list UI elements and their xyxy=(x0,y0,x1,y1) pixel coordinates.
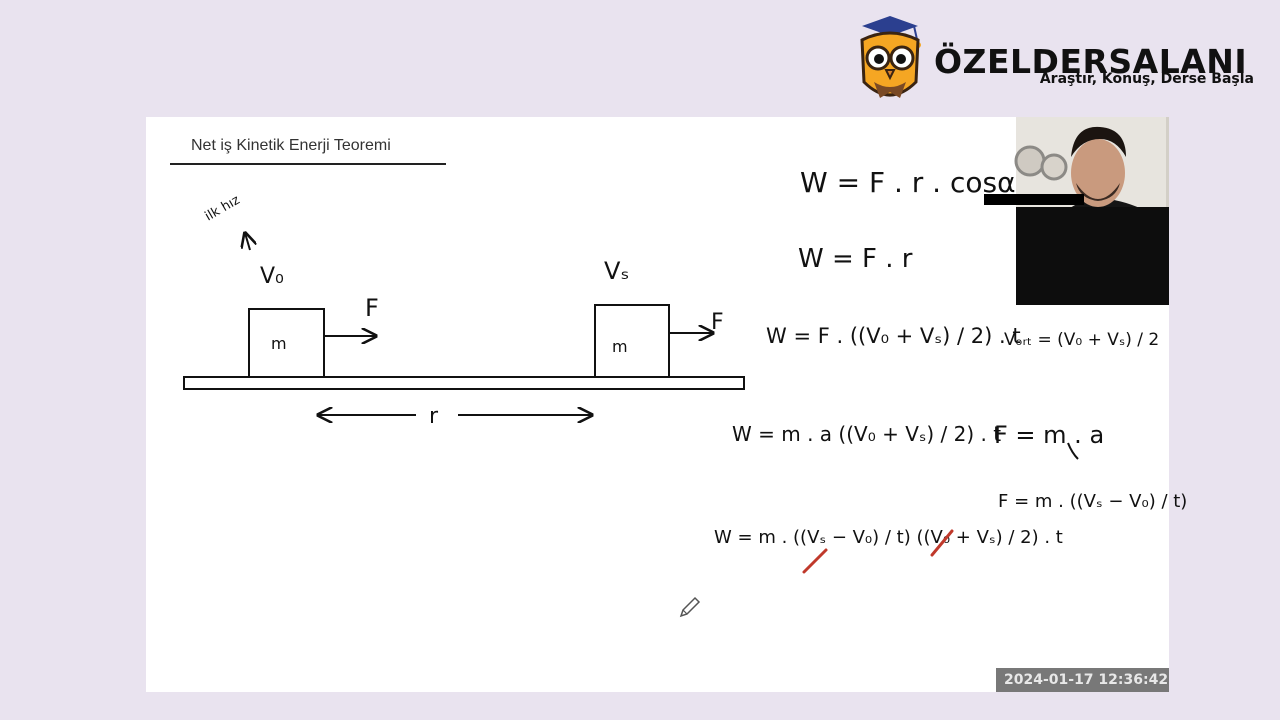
block-final-mass: m xyxy=(612,337,628,356)
eq-avg-velocity: Vₒᵣₜ = (V₀ + Vₛ) / 2 xyxy=(1004,330,1159,350)
brand-tagline: Araştır, Konuş, Derse Başla xyxy=(1039,71,1254,87)
eq-newton-second-law: F = m . a xyxy=(994,421,1104,449)
force-label-1: F xyxy=(365,294,379,322)
eq-work-with-mass: W = m . a ((V₀ + Vₛ) / 2) . t xyxy=(732,422,1001,446)
brand-name: ÖZELDERSALANI xyxy=(934,42,1248,81)
block-initial-mass: m xyxy=(271,334,287,353)
newton-arrow-hook xyxy=(1067,442,1079,460)
force-label-2: F xyxy=(711,310,724,335)
whiteboard: Net iş Kinetik Enerji Teoremi ilk hız V₀… xyxy=(146,117,1187,692)
eq-work-avg-velocity: W = F . ((V₀ + Vₛ) / 2) . t xyxy=(766,324,1021,348)
block-initial xyxy=(248,308,325,378)
video-timestamp: 2024-01-17 12:36:42 xyxy=(996,668,1169,692)
pencil-cursor-icon xyxy=(679,596,701,618)
webcam-redaction-bar xyxy=(984,194,1084,205)
v-initial-label: V₀ xyxy=(260,264,284,289)
cancel-mark-2 xyxy=(930,529,954,557)
title-underline xyxy=(170,163,446,165)
brand-logo: ÖZELDERSALANI Araştır, Konuş, Derse Başl… xyxy=(852,12,1262,112)
physics-drawing: ilk hız V₀ Vₛ m F m F r W = F . r . cosα… xyxy=(183,166,1187,574)
distance-label: r xyxy=(429,404,439,429)
eq-force-expanded: F = m . ((Vₛ − V₀) / t) xyxy=(998,491,1187,512)
whiteboard-title: Net iş Kinetik Enerji Teoremi xyxy=(191,137,391,154)
eq-work-general: W = F . r . cosα xyxy=(800,166,1016,199)
cancel-mark-1 xyxy=(802,548,828,574)
note-arrow xyxy=(245,233,250,251)
floor xyxy=(183,376,745,390)
eq-work-simple: W = F . r xyxy=(798,244,913,274)
v-final-label: Vₛ xyxy=(604,257,629,285)
initial-speed-note: ilk hız xyxy=(203,193,243,225)
presenter-silhouette xyxy=(1014,117,1169,305)
block-final xyxy=(594,304,670,378)
owl-logo-icon xyxy=(860,16,921,98)
presenter-webcam xyxy=(1014,117,1169,305)
eq-work-expanded: W = m . ((Vₛ − V₀) / t) ((V₀ + Vₛ) / 2) … xyxy=(714,527,1063,548)
